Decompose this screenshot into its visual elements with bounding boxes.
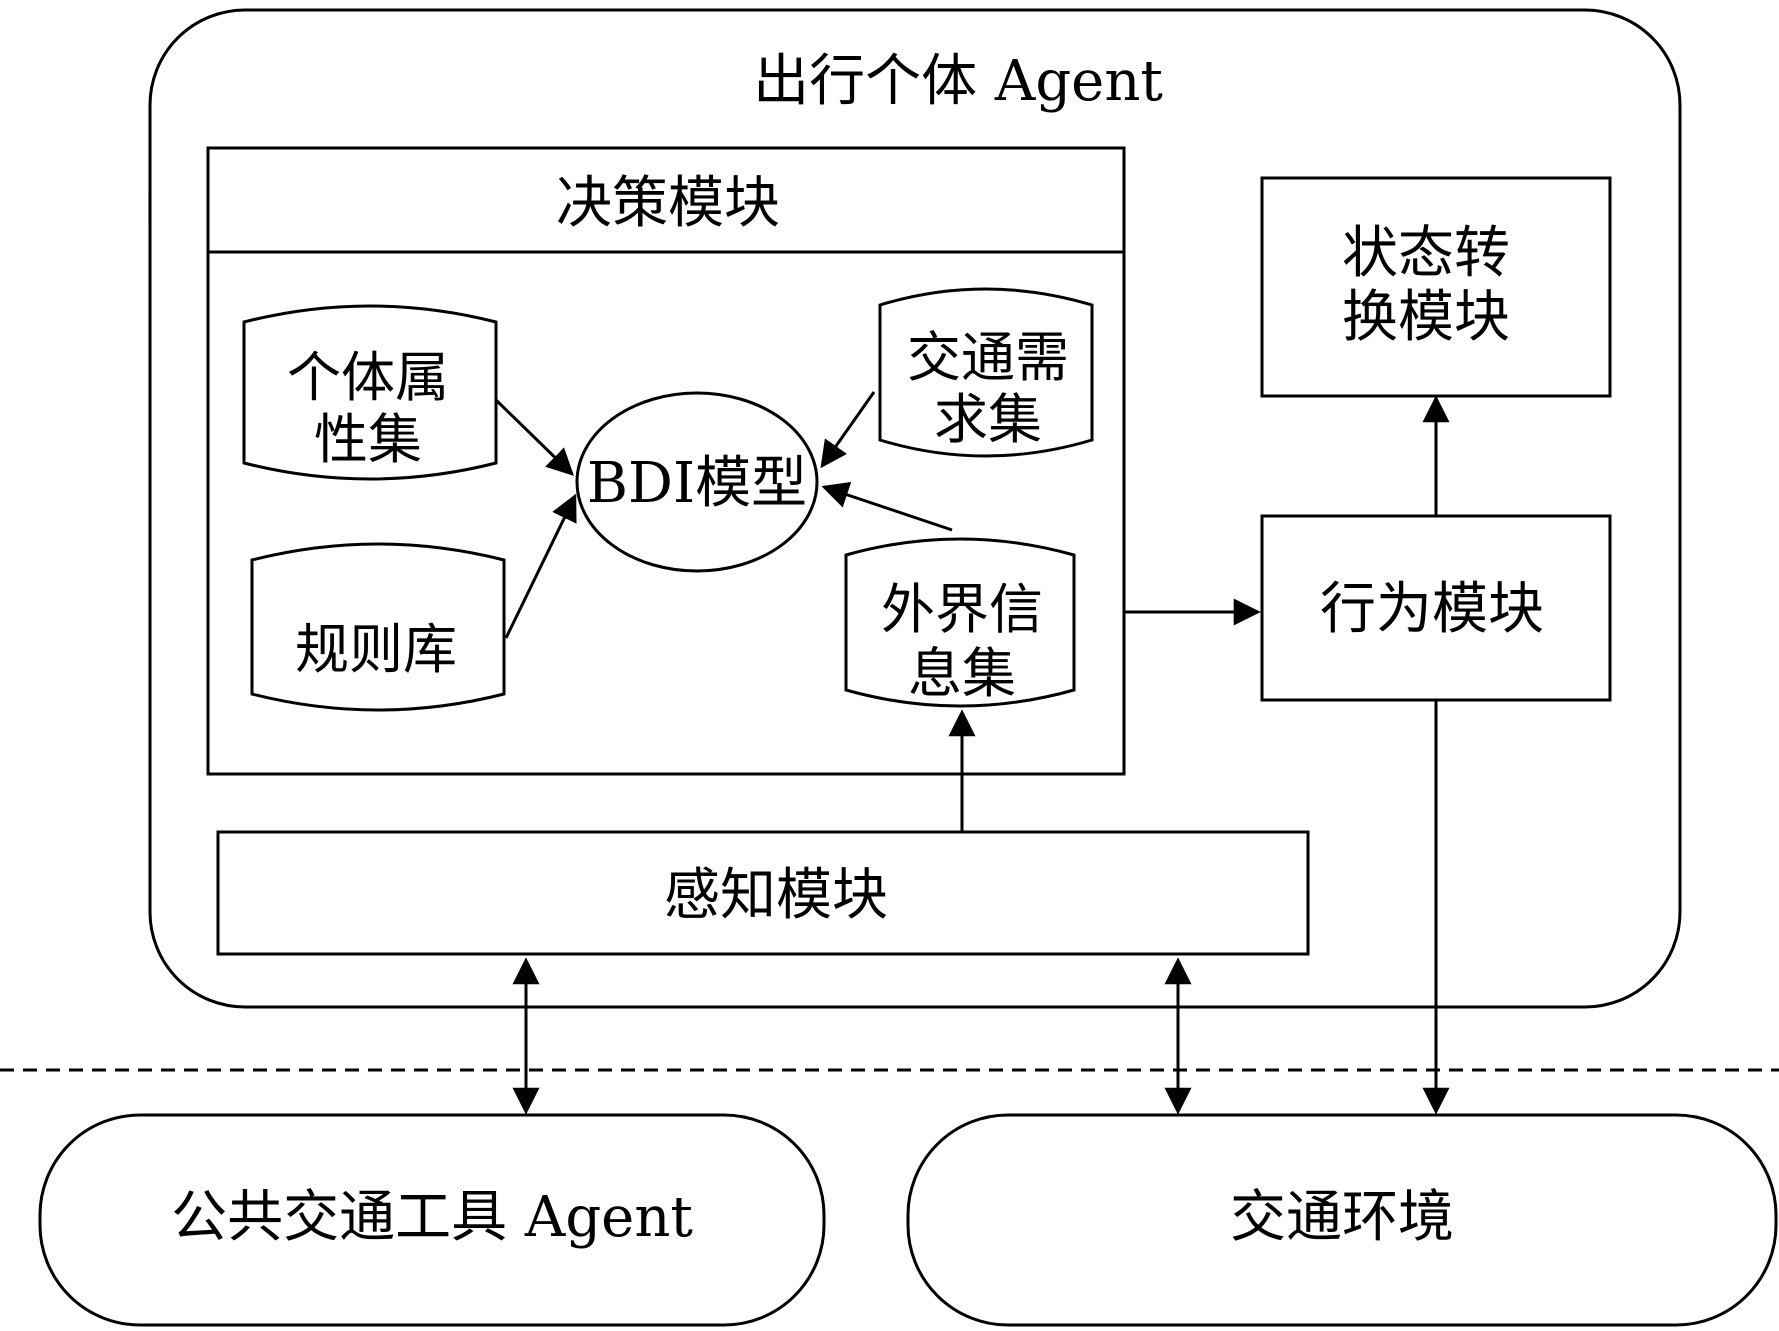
external-info-cylinder [844,537,1076,708]
decision-module-label: 决策模块 [556,171,780,236]
external-info-line1: 外界信 [881,578,1043,641]
public-transport-agent-label: 公共交通工具 Agent [171,1185,693,1250]
traffic-demand-line1: 交通需 [907,326,1069,389]
individual-attributes-line2: 性集 [314,408,422,471]
state-transition-box [1260,176,1612,398]
state-transition-line1: 状态转 [1342,221,1510,286]
traffic-demand-cylinder [878,287,1094,458]
rule-base-label: 规则库 [295,618,457,681]
arrow-external-to-bdi [821,481,953,532]
public-transport-agent-box [38,1113,826,1327]
bdi-model-node [575,391,819,573]
bdi-model-label: BDI模型 [587,451,807,516]
perception-module-box [216,830,1310,956]
traffic-environment-label: 交通环境 [1230,1185,1454,1250]
arrow-rules-to-bdi [504,493,577,639]
arrow-demand-to-bdi [820,391,876,469]
individual-attributes-cylinder [242,304,498,481]
decision-module-box [206,146,1126,776]
traffic-demand-line2: 求集 [934,388,1042,451]
arrow-attributes-to-bdi [494,398,574,476]
agent-title: 出行个体 Agent [753,49,1163,114]
behavior-module-box [1260,514,1612,702]
behavior-module-label: 行为模块 [1320,577,1544,642]
individual-attributes-line1: 个体属 [287,346,449,409]
state-transition-line2: 换模块 [1342,285,1510,350]
traffic-environment-box [906,1113,1778,1327]
perception-module-label: 感知模块 [664,863,888,928]
external-info-line2: 息集 [908,642,1016,705]
rule-base-cylinder [250,542,506,712]
travel-agent-container [148,8,1682,1009]
